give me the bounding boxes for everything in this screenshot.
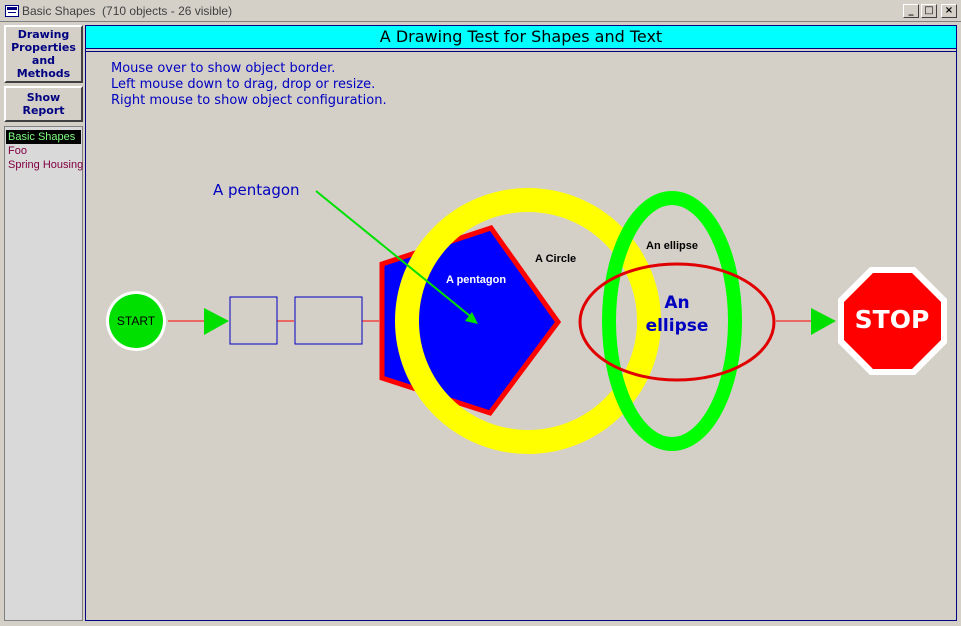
arrow-head[interactable] <box>811 308 836 335</box>
list-item-basic-shapes[interactable]: Basic Shapes <box>6 130 81 144</box>
app-window-icon[interactable] <box>5 4 19 17</box>
window-controls: _ □ × <box>903 4 957 18</box>
shapes-svg: START A Circle A pentagon An ellipse An … <box>106 181 947 454</box>
title-bar: Basic Shapes (710 objects - 26 visible) … <box>0 0 961 22</box>
pentagon-inner-label: A pentagon <box>446 274 506 286</box>
callout-line <box>315 190 471 317</box>
list-item-spring-housing[interactable]: Spring Housing <box>8 159 84 171</box>
start-node[interactable]: START <box>106 291 166 351</box>
ellipse-small-label: An ellipse <box>646 240 698 252</box>
pentagon-callout-label[interactable]: A pentagon <box>213 181 300 199</box>
callout-arrow-head <box>465 312 478 324</box>
list-item-foo[interactable]: Foo <box>8 145 27 157</box>
ellipse-ring[interactable] <box>602 191 742 451</box>
instructions: Mouse over to show object border. Left m… <box>111 61 387 109</box>
ellipse-big-label-2: ellipse <box>646 316 709 336</box>
drawing-canvas[interactable]: Mouse over to show object border. Left m… <box>86 51 956 620</box>
close-button[interactable]: × <box>941 4 957 18</box>
circle-ring[interactable] <box>395 188 661 454</box>
show-report-button[interactable]: Show Report <box>4 86 83 122</box>
left-panel: Drawing Properties and Methods Show Repo… <box>4 25 83 621</box>
window-title: Basic Shapes (710 objects - 26 visible) <box>22 3 233 18</box>
instruction-line: Left mouse down to drag, drop or resize. <box>111 77 376 92</box>
ellipse-big-label-1: An <box>664 293 689 313</box>
instruction-line: Mouse over to show object border. <box>111 61 336 76</box>
drawing-list[interactable]: Basic Shapes Foo Spring Housing <box>4 126 83 621</box>
arrow-head[interactable] <box>204 308 229 335</box>
red-ellipse[interactable] <box>578 262 776 382</box>
small-rectangle[interactable] <box>229 296 278 345</box>
start-label: START <box>117 314 156 328</box>
circle-label: A Circle <box>535 253 576 265</box>
stop-label: STOP <box>855 305 930 334</box>
minimize-button[interactable]: _ <box>903 4 919 18</box>
canvas-title: A Drawing Test for Shapes and Text <box>86 26 956 49</box>
wide-rectangle[interactable] <box>294 296 363 345</box>
instruction-line: Right mouse to show object configuration… <box>111 93 387 108</box>
stop-node[interactable]: STOP <box>838 267 947 375</box>
drawing-properties-button[interactable]: Drawing Properties and Methods <box>4 25 83 83</box>
maximize-button[interactable]: □ <box>921 4 937 18</box>
drawing-canvas-frame: A Drawing Test for Shapes and Text Mouse… <box>85 25 957 621</box>
